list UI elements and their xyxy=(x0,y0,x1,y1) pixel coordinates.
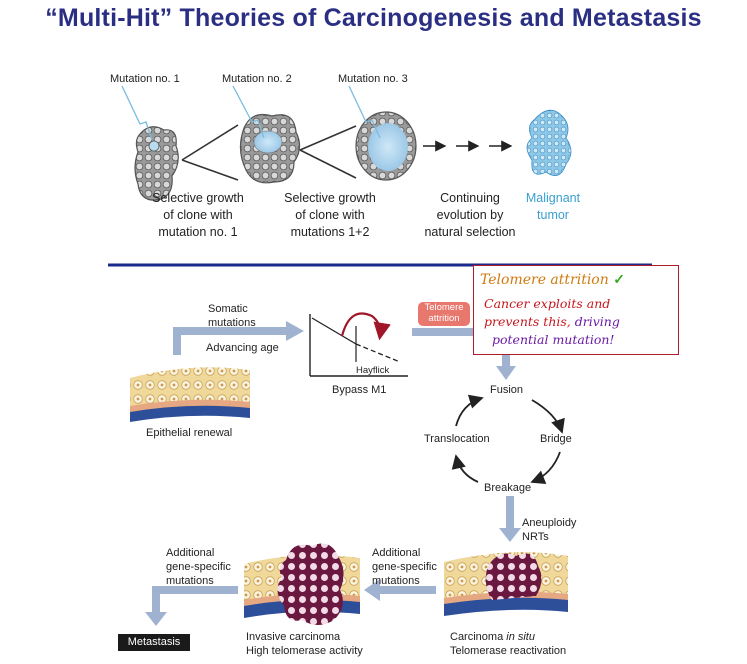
pointer-line xyxy=(121,85,153,141)
label-line: Somatic xyxy=(208,303,248,315)
label-line: gene-specific xyxy=(166,561,231,573)
annotation-text: Telomere attrition xyxy=(480,272,609,288)
mutation-label-2: Mutation no. 2 xyxy=(222,73,292,85)
label-line: NRTs xyxy=(522,531,549,543)
annotation-line-2: Cancer exploits and xyxy=(484,296,611,311)
invasive-carcinoma xyxy=(244,543,360,625)
hayflick-label: Hayflick xyxy=(356,365,390,376)
annotation-line-3: prevents this, driving xyxy=(484,314,620,329)
pointer-line xyxy=(232,85,265,139)
flow-arrow xyxy=(499,496,521,542)
caption-line: of clone with xyxy=(163,208,233,222)
somatic-mutations-label: Somatic mutations xyxy=(208,302,256,330)
caption-line: mutation no. 1 xyxy=(158,225,238,239)
additional-mutations-left: Additional gene-specific mutations xyxy=(166,546,231,588)
caption-line: tumor xyxy=(537,208,569,222)
clone-3 xyxy=(355,111,417,181)
label-line: Aneuploidy xyxy=(522,517,577,529)
caption-line: mutations 1+2 xyxy=(290,225,370,239)
mutation-label-1: Mutation no. 1 xyxy=(110,73,180,85)
label-line: High telomerase activity xyxy=(246,645,363,657)
annotation-line-4: potential mutation! xyxy=(492,332,615,347)
clone-2 xyxy=(239,113,301,184)
cycle-translocation: Translocation xyxy=(424,433,490,445)
page-title: “Multi-Hit” Theories of Carcinogenesis a… xyxy=(45,4,702,32)
annotation-text: prevents this, xyxy=(484,314,575,329)
bypass-label: Bypass M1 xyxy=(332,384,387,396)
aneuploidy-label: Aneuploidy NRTs xyxy=(522,516,576,544)
fusion-bridge-cycle xyxy=(451,394,565,484)
cycle-bridge: Bridge xyxy=(540,433,572,445)
label-line: gene-specific xyxy=(372,561,437,573)
annotation-line-1: Telomere attrition ✓ xyxy=(480,272,625,288)
caption-line: evolution by xyxy=(436,208,504,222)
branch-line xyxy=(181,124,239,161)
metastasis-box: Metastasis xyxy=(118,634,190,651)
invasive-carcinoma-label: Invasive carcinoma High telomerase activ… xyxy=(246,630,363,658)
pointer-line xyxy=(348,85,381,139)
hayflick-graph xyxy=(309,312,408,377)
mutation-label-3: Mutation no. 3 xyxy=(338,73,408,85)
additional-mutations-right: Additional gene-specific mutations xyxy=(372,546,437,588)
annotation-box: Telomere attrition ✓ Cancer exploits and… xyxy=(473,265,679,355)
telomere-attrition-badge: Telomere attrition xyxy=(418,302,470,326)
annotation-text: driving xyxy=(574,314,620,329)
label-line: mutations xyxy=(208,317,256,329)
label-line: mutations xyxy=(372,575,420,587)
label-line: Additional xyxy=(372,547,421,559)
label-text-italic: in situ xyxy=(506,631,535,643)
badge-line: Telomere xyxy=(424,302,464,313)
caption-line: Malignant xyxy=(525,191,581,205)
caption-line: natural selection xyxy=(424,225,516,239)
label-line: Telomerase reactivation xyxy=(450,645,567,657)
stage-caption-3: Continuing evolution by natural selectio… xyxy=(412,190,528,241)
flow-arrow xyxy=(145,586,238,626)
branch-line xyxy=(299,125,357,151)
label-line: Additional xyxy=(166,547,215,559)
stage-caption-1: Selective growth of clone with mutation … xyxy=(138,190,258,241)
badge-line: attrition xyxy=(428,313,460,324)
label-line: Carcinoma in situ xyxy=(450,630,566,644)
caption-line: Continuing xyxy=(440,191,500,205)
stage-caption-2: Selective growth of clone with mutations… xyxy=(268,190,392,241)
label-text: Carcinoma xyxy=(450,631,507,643)
checkmark-icon: ✓ xyxy=(613,272,625,288)
cycle-fusion: Fusion xyxy=(490,384,524,396)
epithelial-renewal-label: Epithelial renewal xyxy=(146,427,233,439)
branch-line xyxy=(299,149,357,179)
branch-line xyxy=(181,159,239,181)
stage-caption-4: Malignant tumor xyxy=(515,190,591,224)
caption-line: Selective growth xyxy=(152,191,244,205)
label-line: mutations xyxy=(166,575,214,587)
clone-1 xyxy=(134,126,179,201)
malignant-tumor xyxy=(526,109,572,176)
cycle-breakage: Breakage xyxy=(484,482,532,494)
label-line: Invasive carcinoma xyxy=(246,631,341,643)
caption-line: Selective growth xyxy=(284,191,376,205)
flow-arrow xyxy=(173,321,304,355)
caption-line: of clone with xyxy=(295,208,365,222)
carcinoma-in-situ-label: Carcinoma in situ Telomerase reactivatio… xyxy=(450,630,566,658)
flow-arrow xyxy=(364,579,436,601)
carcinoma-in-situ xyxy=(444,552,568,616)
epithelium-normal xyxy=(130,367,250,422)
advancing-age-label: Advancing age xyxy=(206,342,279,354)
